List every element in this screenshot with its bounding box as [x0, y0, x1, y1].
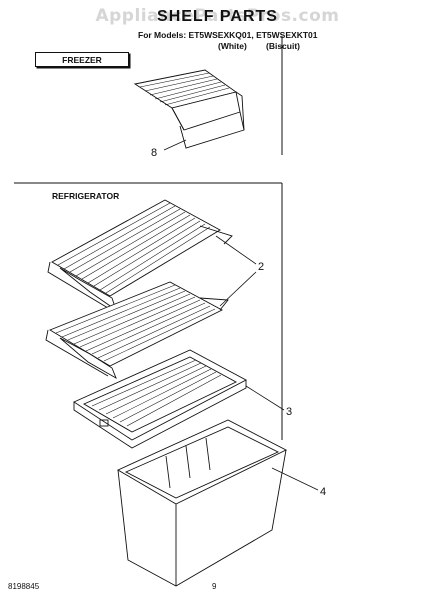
callout-2: 2 [258, 261, 265, 273]
wire-shelf-lower-part-2 [45, 281, 229, 380]
section-dividers [14, 36, 283, 440]
variant-biscuit: (Biscuit) [266, 41, 300, 51]
callout-8: 8 [151, 147, 158, 159]
models-line: For Models: ET5WSEXKQ01, ET5WSEXKT01 [138, 30, 318, 40]
freezer-label-text: FREEZER [62, 54, 102, 65]
watermark: AppliancePartsPros.com [95, 6, 340, 26]
freezer-section-label: FREEZER [35, 52, 129, 67]
leader-lines [163, 139, 319, 491]
wire-shelf-upper-part-2 [47, 199, 233, 312]
document-number: 8198845 [8, 582, 40, 591]
variant-white: (White) [218, 41, 247, 51]
crisper-pan-part-4 [117, 419, 287, 587]
page-number: 9 [212, 582, 217, 591]
callout-4: 4 [320, 486, 327, 498]
page-title: SHELF PARTS [157, 8, 278, 25]
crisper-cover-part-3 [73, 349, 247, 449]
refrigerator-section-label: REFRIGERATOR [52, 191, 120, 201]
callout-3: 3 [286, 406, 293, 418]
freezer-shelf-part-8 [133, 69, 245, 149]
